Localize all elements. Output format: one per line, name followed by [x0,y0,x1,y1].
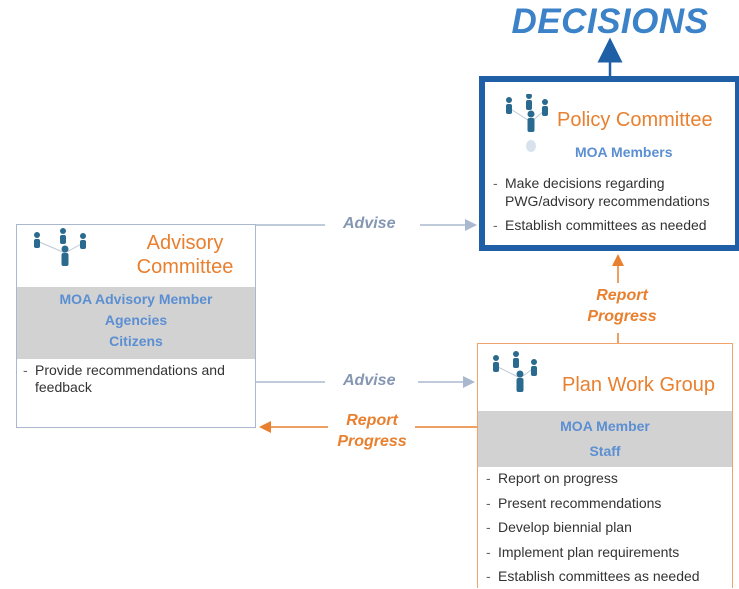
pwg-members-band: MOA Member Staff [478,411,732,467]
report-label-line: Report [596,287,648,304]
progress-label-line: Progress [337,433,407,450]
report-progress-label-right: Report Progress [574,285,670,327]
decisions-heading: DECISIONS [511,2,709,41]
advisory-committee-box: Advisory Committee MOA Advisory Member A… [16,224,256,428]
people-network-icon [493,351,537,392]
policy-members-label: MOA Members [575,144,673,160]
list-item: Provide recommendations and feedback [23,362,249,396]
people-network-icon [34,228,86,266]
member-line: MOA Advisory Member [59,291,213,307]
pwg-bullet-list: Report on progress Present recommendatio… [486,466,726,589]
policy-committee-title: Policy Committee [557,109,713,131]
advise-label-bottom: Advise [343,372,396,389]
report-label-line: Report [346,412,398,429]
member-line: Citizens [109,333,163,349]
progress-label-line: Progress [587,308,657,325]
member-line: Staff [589,443,621,459]
policy-committee-box: Policy Committee MOA Members Make decisi… [479,76,739,251]
plan-work-group-title: Plan Work Group [562,374,716,396]
member-line: Agencies [104,312,168,328]
report-progress-label-left: Report Progress [324,410,420,452]
advise-label-top: Advise [343,215,396,232]
list-item: Present recommendations [486,491,726,516]
title-line: Advisory [146,232,224,254]
list-item: Establish committees as needed [486,564,726,589]
list-item: Report on progress [486,466,726,491]
advisory-committee-title: Advisory Committee [121,231,249,279]
plan-work-group-box: Plan Work Group MOA Member Staff Report … [477,343,733,588]
people-network-icon [506,94,548,152]
title-line: Committee [136,256,234,278]
list-item: Implement plan requirements [486,540,726,565]
list-item: Establish committees as needed [493,216,733,234]
advisory-members-band: MOA Advisory Member Agencies Citizens [17,287,255,359]
list-item: Develop biennial plan [486,515,726,540]
policy-bullet-list: Make decisions regarding PWG/advisory re… [493,174,733,234]
member-line: MOA Member [560,418,650,434]
advisory-bullet-list: Provide recommendations and feedback [23,362,249,396]
list-item: Make decisions regarding PWG/advisory re… [493,174,733,210]
